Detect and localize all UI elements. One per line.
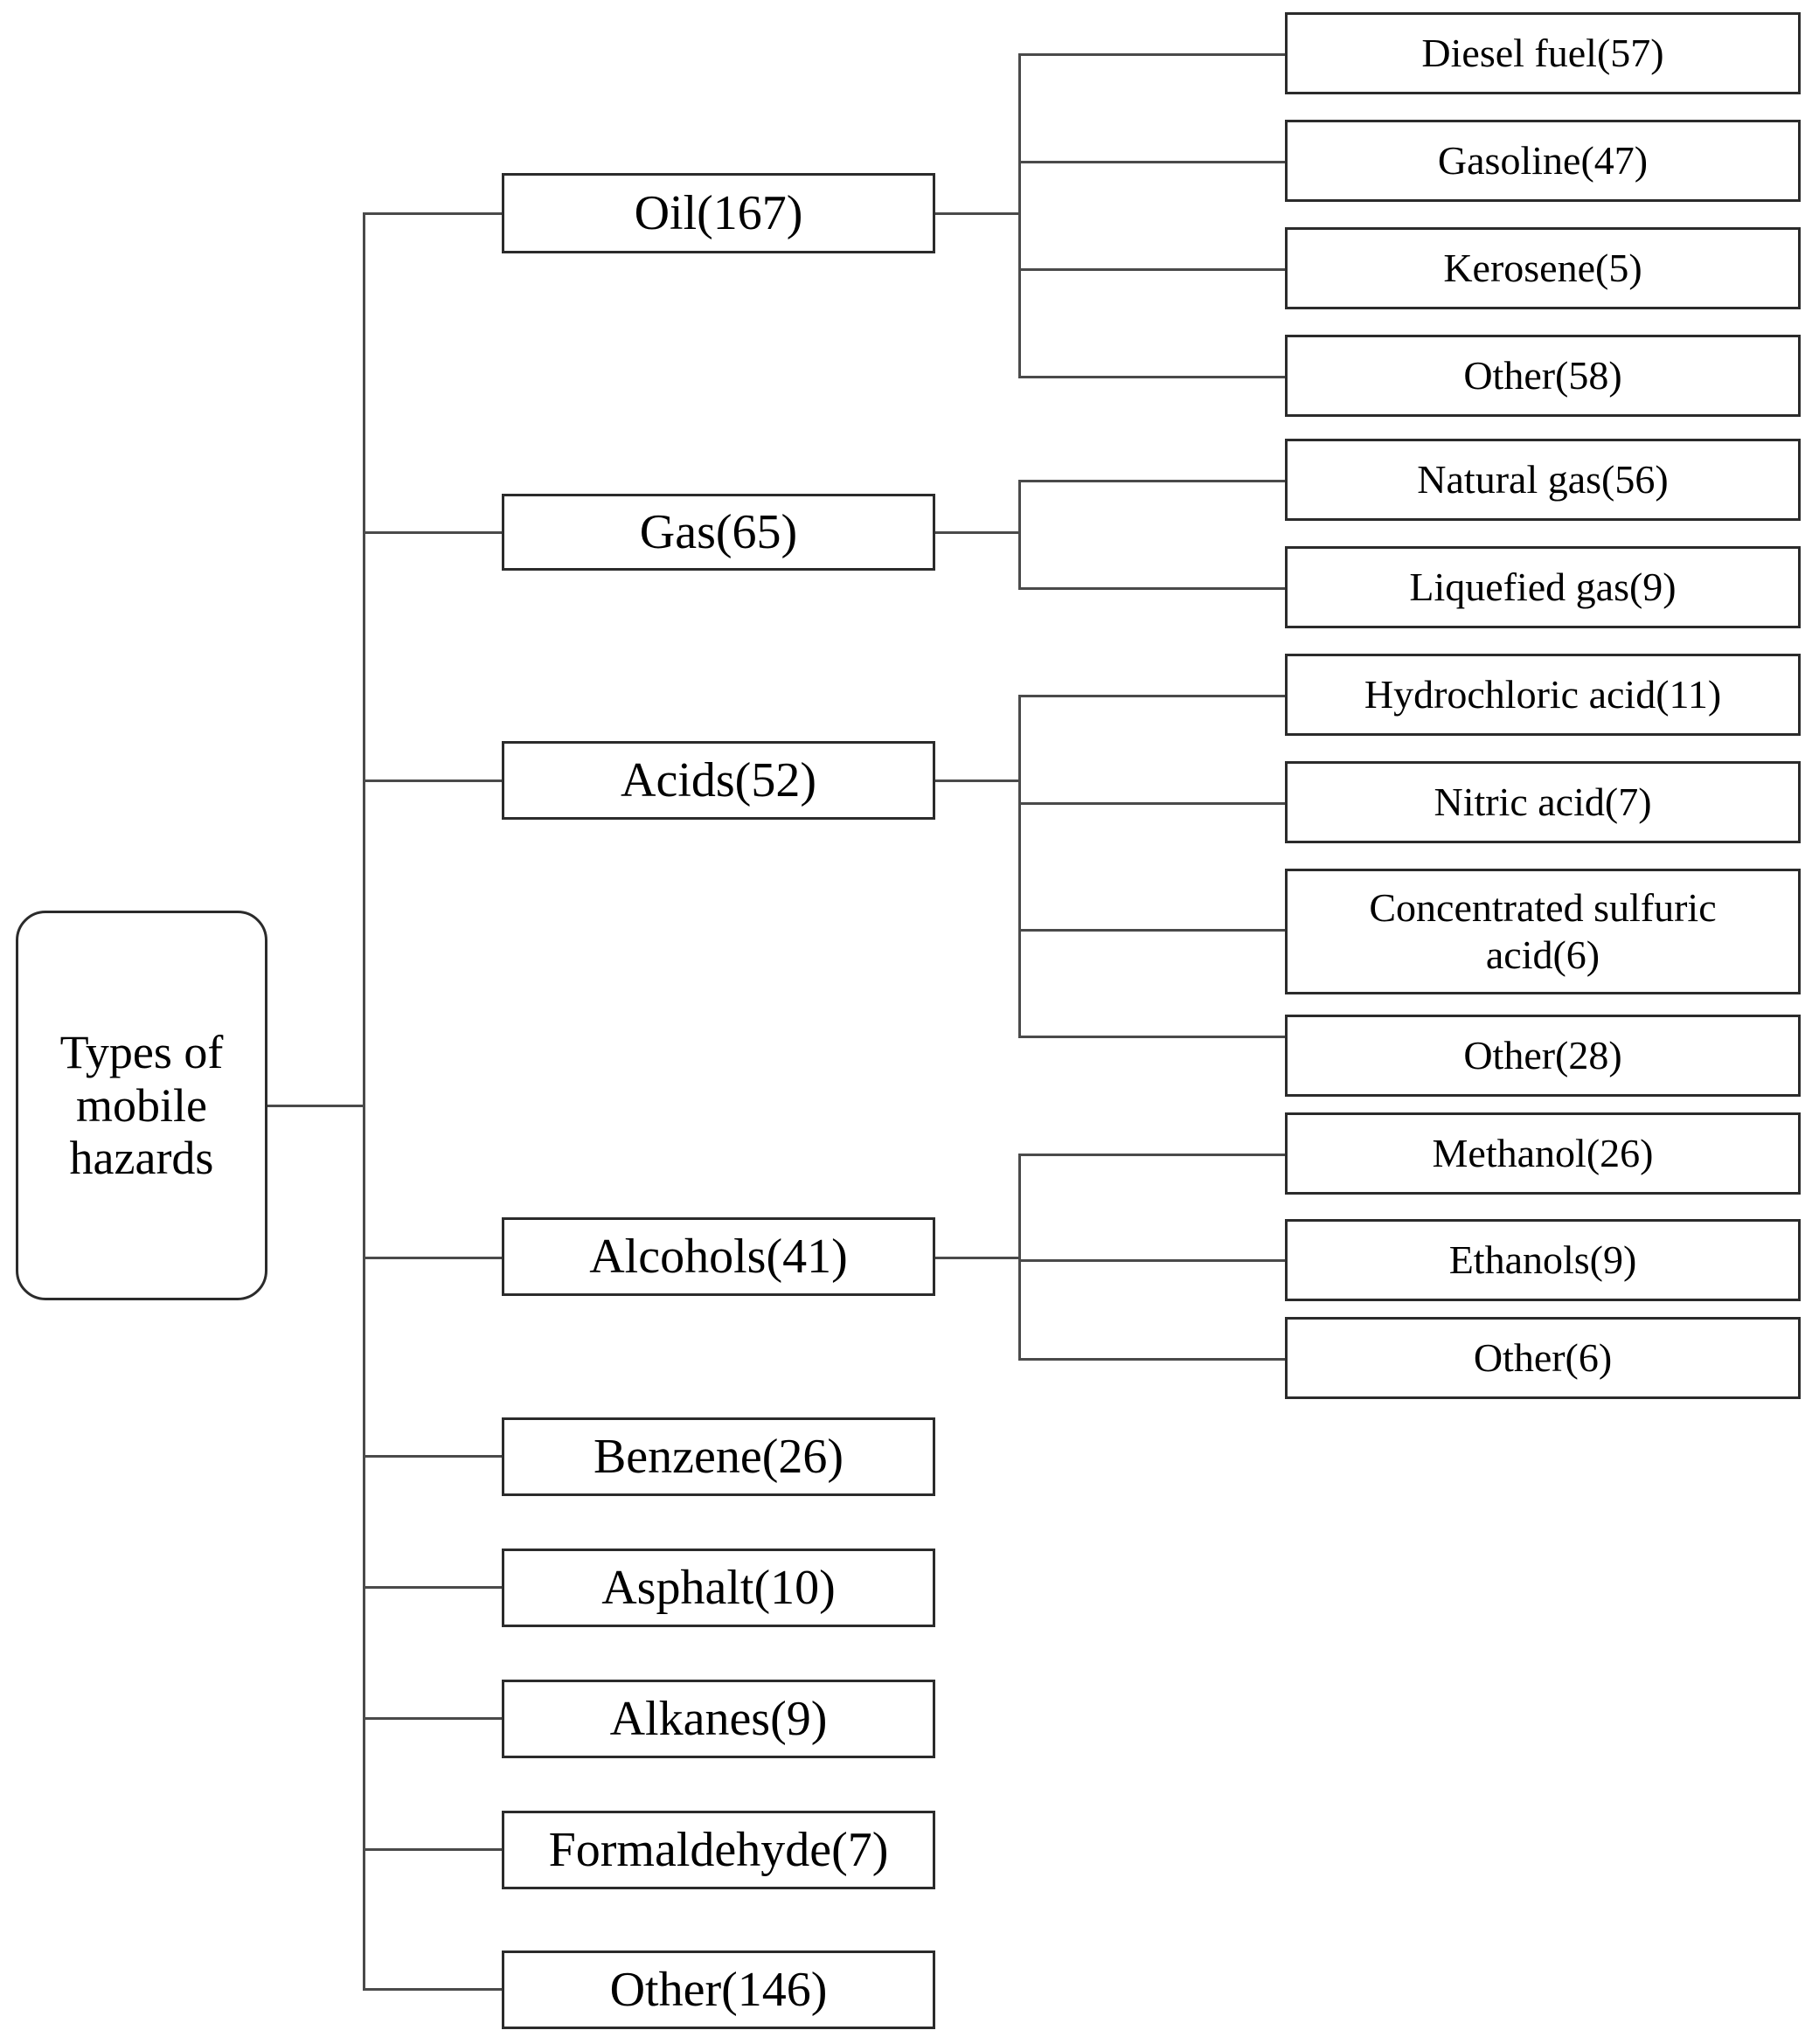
branch-label-oil: Oil(167) [634,185,803,240]
leaf-node-oil-other[interactable]: Other(58) [1285,335,1801,417]
leaf-label-concentrated-sulfuric-acid-line-1: Concentrated sulfuric [1369,884,1717,930]
leaf-label-alcohols-other: Other(6) [1473,1335,1613,1381]
root-label-line-2: mobile [76,1078,207,1132]
branch-node-formaldehyde[interactable]: Formaldehyde(7) [502,1811,935,1889]
connector-gas-child-1 [1018,480,1288,482]
connector-trunk-to-acids [363,779,503,782]
branch-label-formaldehyde: Formaldehyde(7) [548,1822,889,1877]
connector-gas-to-subtrunk [935,531,1021,534]
connector-trunk-to-formaldehyde [363,1848,503,1851]
leaf-node-nitric-acid[interactable]: Nitric acid(7) [1285,761,1801,843]
root-label-line-1: Types of [59,1026,224,1079]
branch-node-alkanes[interactable]: Alkanes(9) [502,1680,935,1758]
branch-label-other: Other(146) [609,1962,828,2017]
connector-acids-child-2 [1018,802,1288,805]
connector-trunk-to-alcohols [363,1257,503,1259]
leaf-node-gasoline[interactable]: Gasoline(47) [1285,120,1801,202]
branch-node-acids[interactable]: Acids(52) [502,741,935,820]
leaf-label-hydrochloric-acid: Hydrochloric acid(11) [1364,672,1722,717]
branch-label-alkanes: Alkanes(9) [609,1691,828,1746]
leaf-label-acids-other: Other(28) [1463,1033,1622,1078]
branch-label-alcohols: Alcohols(41) [589,1229,848,1284]
leaf-label-ethanols: Ethanols(9) [1448,1237,1637,1283]
connector-acids-child-1 [1018,695,1288,697]
connector-trunk-to-gas [363,531,503,534]
leaf-label-natural-gas: Natural gas(56) [1417,457,1669,502]
connector-gas-child-2 [1018,587,1288,590]
connector-alcohols-child-3 [1018,1358,1288,1361]
branch-label-benzene: Benzene(26) [593,1429,844,1484]
connector-trunk-to-other [363,1988,503,1991]
connector-trunk-to-alkanes [363,1717,503,1720]
connector-acids-subtrunk [1018,695,1021,1036]
leaf-node-kerosene[interactable]: Kerosene(5) [1285,227,1801,309]
root-node[interactable]: Types of mobile hazards [16,911,267,1300]
leaf-node-acids-other[interactable]: Other(28) [1285,1015,1801,1097]
leaf-node-methanol[interactable]: Methanol(26) [1285,1112,1801,1195]
leaf-label-methanol: Methanol(26) [1432,1131,1654,1176]
connector-trunk-to-benzene [363,1455,503,1458]
leaf-node-diesel-fuel[interactable]: Diesel fuel(57) [1285,12,1801,94]
connector-alcohols-child-1 [1018,1154,1288,1156]
leaf-label-concentrated-sulfuric-acid-line-2: acid(6) [1485,932,1600,977]
connector-trunk-to-asphalt [363,1586,503,1589]
leaf-label-kerosene: Kerosene(5) [1443,246,1642,291]
leaf-label-liquefied-gas: Liquefied gas(9) [1409,565,1677,610]
branch-label-acids: Acids(52) [621,752,816,807]
connector-oil-child-3 [1018,268,1288,271]
connector-alcohols-subtrunk [1018,1154,1021,1358]
branch-node-oil[interactable]: Oil(167) [502,173,935,253]
branch-node-benzene[interactable]: Benzene(26) [502,1417,935,1496]
leaf-node-natural-gas[interactable]: Natural gas(56) [1285,439,1801,521]
connector-acids-child-4 [1018,1036,1288,1038]
connector-trunk-to-oil [363,212,503,215]
branch-label-asphalt: Asphalt(10) [601,1560,836,1615]
leaf-label-diesel-fuel: Diesel fuel(57) [1421,31,1664,76]
leaf-label-nitric-acid: Nitric acid(7) [1434,779,1652,825]
branch-node-other[interactable]: Other(146) [502,1950,935,2029]
branch-node-asphalt[interactable]: Asphalt(10) [502,1549,935,1627]
leaf-node-hydrochloric-acid[interactable]: Hydrochloric acid(11) [1285,654,1801,736]
connector-root-to-trunk [265,1105,364,1107]
connector-acids-child-3 [1018,929,1288,932]
branch-label-gas: Gas(65) [639,504,798,559]
connector-alcohols-to-subtrunk [935,1257,1021,1259]
branch-node-gas[interactable]: Gas(65) [502,494,935,571]
leaf-node-ethanols[interactable]: Ethanols(9) [1285,1219,1801,1301]
branch-node-alcohols[interactable]: Alcohols(41) [502,1217,935,1296]
connector-alcohols-child-2 [1018,1259,1288,1262]
connector-oil-subtrunk [1018,53,1021,376]
connector-oil-to-subtrunk [935,212,1021,215]
leaf-label-gasoline: Gasoline(47) [1437,138,1649,184]
leaf-node-liquefied-gas[interactable]: Liquefied gas(9) [1285,546,1801,628]
leaf-node-concentrated-sulfuric-acid[interactable]: Concentrated sulfuric acid(6) [1285,869,1801,994]
root-label-line-3: hazards [69,1132,214,1185]
connector-oil-child-1 [1018,53,1288,56]
connector-acids-to-subtrunk [935,779,1021,782]
connector-gas-subtrunk [1018,480,1021,587]
leaf-label-oil-other: Other(58) [1463,353,1622,398]
leaf-node-alcohols-other[interactable]: Other(6) [1285,1317,1801,1399]
connector-main-trunk [363,212,365,1989]
connector-oil-child-2 [1018,161,1288,163]
connector-oil-child-4 [1018,376,1288,378]
